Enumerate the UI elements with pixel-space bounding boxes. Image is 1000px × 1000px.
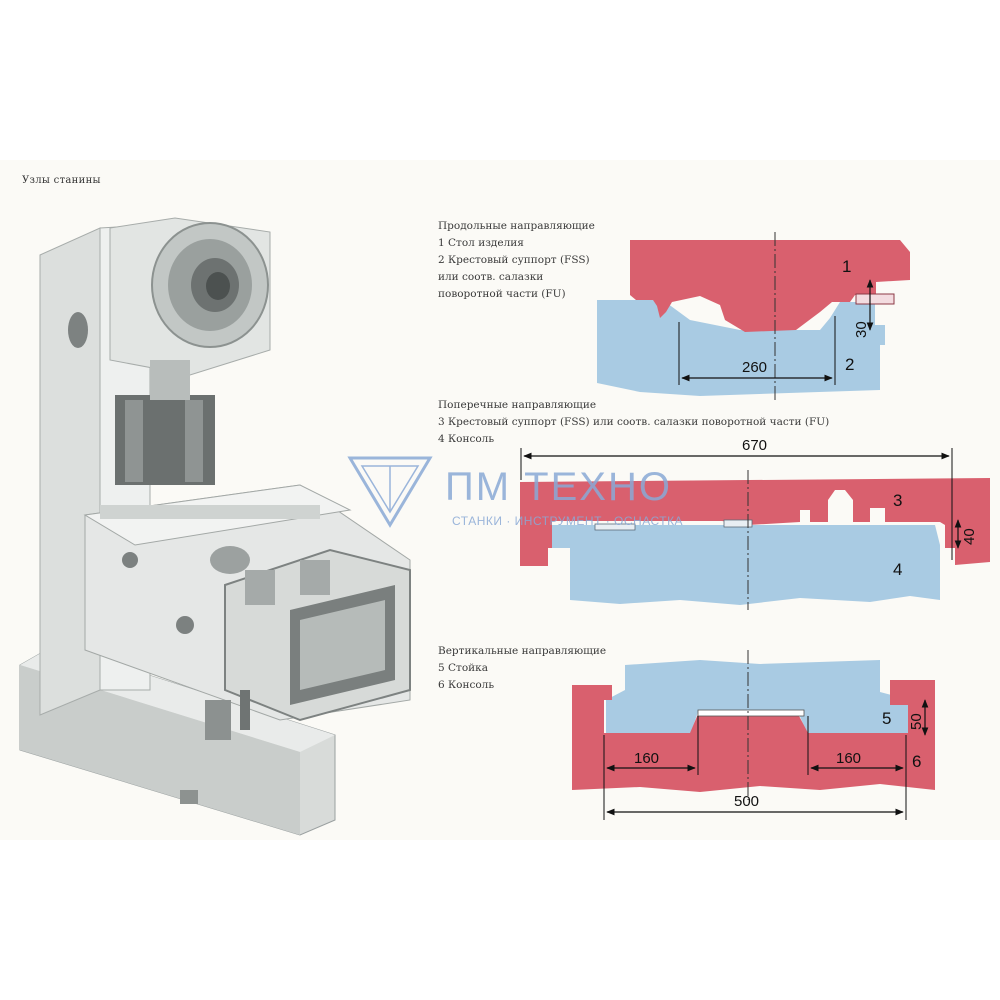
part-number-1: 1: [842, 257, 851, 276]
transverse-guideway-section: 670 40 3 4: [520, 437, 990, 610]
part-number-2: 2: [845, 355, 854, 374]
longitudinal-guideway-section: 260 30 1 2: [597, 232, 910, 402]
watermark-logo: ПМ ТЕХНО СТАНКИ · ИНСТРУМЕНТ · ОСНАСТКА: [347, 456, 683, 528]
caption-transverse: Поперечные направляющие 3 Крестовый супп…: [438, 397, 829, 448]
part-number-4: 4: [893, 560, 902, 579]
part-1-workpiece-table: [630, 240, 910, 332]
part-number-3: 3: [893, 491, 902, 510]
caption-line: 1 Стол изделия: [438, 237, 524, 249]
dimension-50: 50: [908, 713, 925, 730]
caption-line: или соотв. салазки: [438, 271, 544, 283]
logo-triangle-icon: [347, 456, 433, 528]
caption-line: 4 Консоль: [438, 433, 495, 445]
caption-line: 5 Стойка: [438, 662, 489, 674]
dimension-160-right: 160: [836, 750, 861, 767]
dimension-160-left: 160: [634, 750, 659, 767]
caption-line: 6 Консоль: [438, 679, 495, 691]
part-3-cross-slide: [520, 478, 990, 566]
part-number-5: 5: [882, 709, 891, 728]
caption-heading: Продольные направляющие: [438, 220, 595, 232]
caption-heading: Поперечные направляющие: [438, 399, 597, 411]
caption-line: 3 Крестовый суппорт (FSS) или соотв. сал…: [438, 416, 830, 428]
vertical-guideway-section: 160 160 500 50 5 6: [572, 650, 935, 820]
watermark-subtitle: СТАНКИ · ИНСТРУМЕНТ · ОСНАСТКА: [452, 514, 683, 528]
part-2-cross-slide: [597, 298, 885, 396]
caption-longitudinal: Продольные направляющие 1 Стол изделия 2…: [438, 218, 595, 303]
caption-heading: Вертикальные направляющие: [438, 645, 607, 657]
page-title: Узлы станины: [22, 175, 101, 186]
part-6-console: [572, 680, 935, 792]
milling-machine-frame-illustration: [19, 217, 411, 836]
part-4-console: [552, 525, 940, 605]
caption-line: поворотной части (FU): [438, 288, 566, 300]
dimension-500: 500: [734, 793, 759, 810]
caption-vertical: Вертикальные направляющие 5 Стойка 6 Кон…: [438, 643, 606, 694]
watermark-title: ПМ ТЕХНО: [445, 465, 672, 509]
part-number-6: 6: [912, 752, 921, 771]
dimension-40: 40: [961, 528, 978, 545]
caption-line: 2 Крестовый суппорт (FSS): [438, 254, 590, 266]
dimension-260: 260: [742, 359, 767, 376]
dimension-670: 670: [742, 437, 767, 454]
part-5-column: [606, 660, 910, 735]
dimension-30: 30: [853, 321, 870, 338]
